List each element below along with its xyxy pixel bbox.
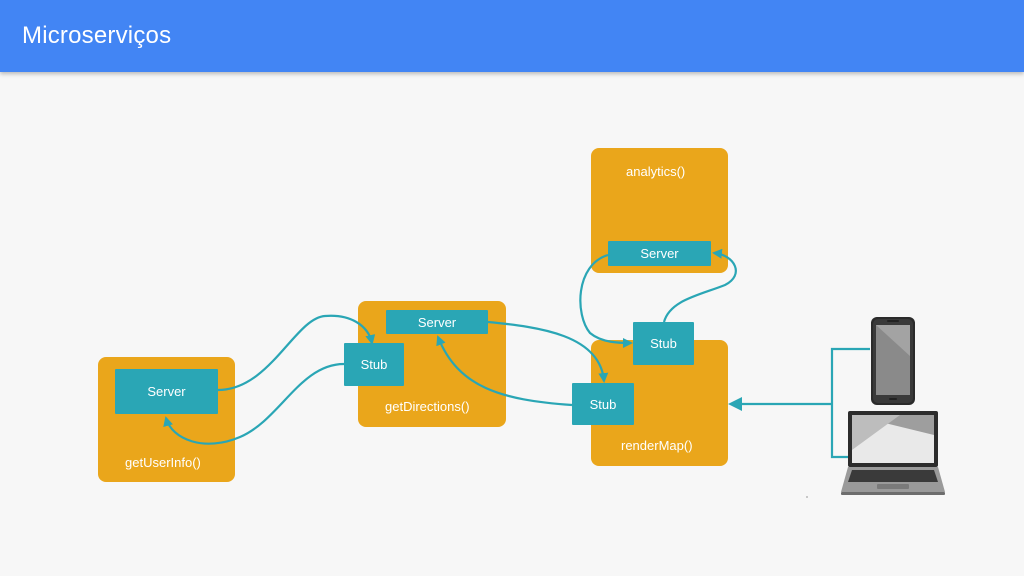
getdirections-stub: Stub — [344, 343, 404, 386]
small-dot-mark — [806, 496, 808, 498]
phone-icon — [871, 317, 915, 405]
slide-header: Microserviços — [0, 0, 1024, 72]
slide-title: Microserviços — [22, 22, 172, 49]
rendermap-stub-left: Stub — [572, 383, 634, 425]
getdirections-label: getDirections() — [385, 399, 470, 414]
connector-devices-arrowhead — [728, 397, 742, 411]
getuserinfo-label: getUserInfo() — [125, 455, 201, 470]
getuserinfo-server: Server — [115, 369, 218, 414]
getdirections-server: Server — [386, 310, 488, 334]
analytics-server: Server — [608, 241, 711, 266]
analytics-label: analytics() — [626, 164, 686, 179]
rendermap-label: renderMap() — [621, 438, 693, 453]
rendermap-stub-top: Stub — [633, 322, 694, 365]
laptop-icon — [841, 411, 945, 495]
